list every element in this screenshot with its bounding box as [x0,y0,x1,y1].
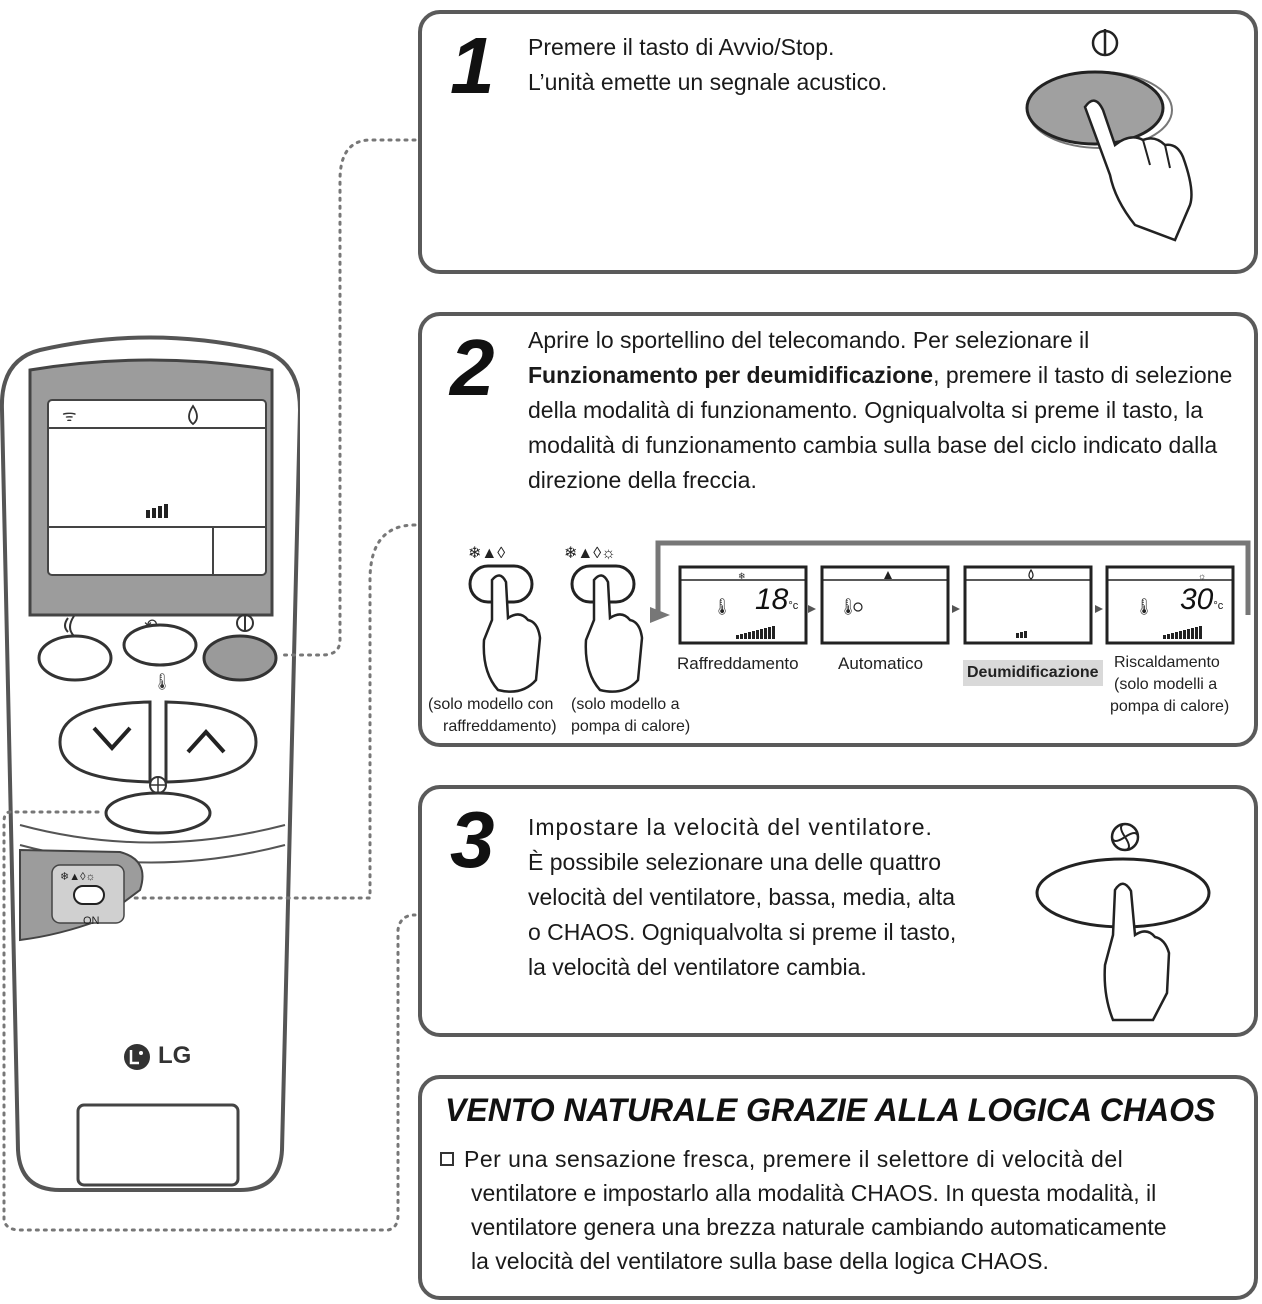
bullet-icon [440,1152,454,1166]
mode-icons-heatpump: ❄▲◊☼ [564,545,616,562]
power-icon [236,614,254,632]
display-heating-value: 30°c [1180,583,1224,616]
svg-text:☼: ☼ [1198,571,1206,581]
chaos-line2: ventilatore e impostarlo alla modalità C… [471,1180,1157,1206]
step3-line4: o CHAOS. Ogniqualvolta si preme il tasto… [528,919,957,945]
display-dry [963,565,1093,645]
svg-text:ᯤ: ᯤ [62,408,77,425]
step3-line3: velocità del ventilatore, bassa, media, … [528,884,956,910]
mode-button-cooling: ❄▲◊ [468,545,542,693]
dotted-connectors [2,138,417,1232]
step2-text: Aprire lo sportellino del telecomando. P… [528,323,1248,498]
button1-caption-line2: raffreddamento) [443,718,557,735]
mode-label-dry: Deumidificazione [963,660,1103,686]
mode-icons-cooling: ❄▲◊ [468,545,505,562]
cooling-bars [736,626,775,639]
display-cooling-value: 18°c [755,583,799,616]
step3-line2: È possibile selezionare una delle quattr… [528,849,941,875]
button2-caption-line1: (solo modello a [571,696,680,713]
button1-caption-line1: (solo modello con [428,696,554,713]
remote-brand: LG [158,1042,192,1069]
step1-line1: Premere il tasto di Avvio/Stop. [528,34,835,60]
svg-text:❄: ❄ [738,571,746,581]
step1-number: 1 [450,21,495,110]
chaos-line4: la velocità del ventilatore sulla base d… [471,1248,1049,1274]
lg-logo [124,1044,150,1070]
mode-cycle-diagram: ❄ 🌡 🌡 ☼ 🌡 [650,540,1251,645]
heating-bars [1163,626,1202,639]
chaos-line3: ventilatore genera una brezza naturale c… [471,1214,1167,1240]
power-button-illustration [1025,29,1193,242]
step2-text-after: , premere il tasto di selezione della mo… [528,362,1233,493]
mode-label-heating-line3: pompa di calore) [1110,698,1230,715]
remote-on-label: ON [83,915,100,927]
mode-label-heating: Riscaldamento [1114,654,1220,671]
step3-number: 3 [450,795,495,884]
chaos-text: Per una sensazione fresca, premere il se… [440,1142,1255,1278]
display-heating: ☼ 🌡 [1105,565,1235,645]
chaos-line1: Per una sensazione fresca, premere il se… [440,1142,1255,1176]
remote-mode-icons: ❄▲◊☼ [60,871,96,883]
step2-text-bold: Funzionamento per deumidificazione [528,362,934,388]
svg-text:🌡: 🌡 [838,598,858,616]
display-auto: 🌡 [820,565,950,645]
display-cooling: ❄ 🌡 [678,565,808,645]
svg-text:🌡: 🌡 [152,673,172,691]
mode-label-cooling: Raffreddamento [677,654,799,673]
power-icon-large [1091,29,1119,57]
fan-button-illustration [1035,822,1211,1022]
mode-label-auto: Automatico [838,654,924,673]
step2-number: 2 [450,323,495,412]
step2-panel [418,312,1258,747]
step3-line1: Impostare la velocità del ventilatore. [528,814,933,840]
svg-text:🌡: 🌡 [712,598,732,616]
mode-button-heatpump: ❄▲◊☼ [564,545,644,693]
svg-text:🌡: 🌡 [1134,598,1154,616]
mode-label-heating-line2: (solo modelli a [1114,676,1218,693]
fan-icon-large [1110,822,1140,852]
chaos-title: VENTO NATURALE GRAZIE ALLA LOGICA CHAOS [445,1092,1216,1128]
step2-text-before: Aprire lo sportellino del telecomando. P… [528,327,1090,353]
remote-control: ᯤ ⟲ 🌡 ❄▲◊☼ [0,335,300,1192]
step3-line5: la velocità del ventilatore cambia. [528,954,867,980]
button2-caption-line2: pompa di calore) [571,718,691,735]
chaos-panel [418,1075,1258,1300]
step1-line2: L’unità emette un segnale acustico. [528,69,888,95]
